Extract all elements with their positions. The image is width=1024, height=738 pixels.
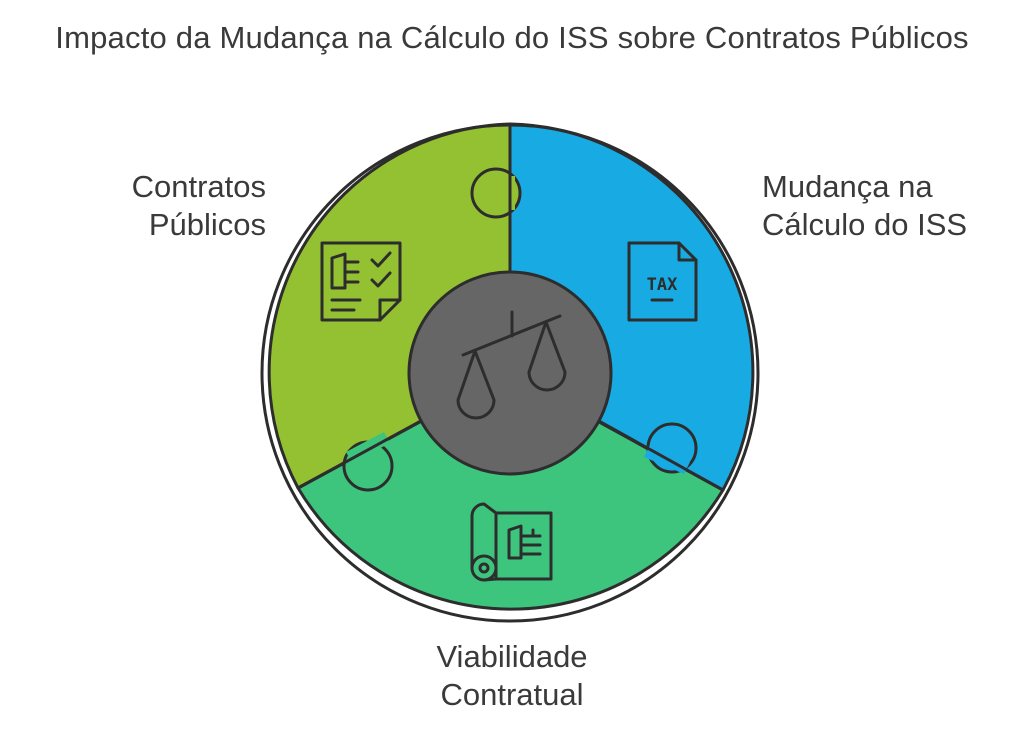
outer-ring [260, 123, 760, 623]
balance-scale-icon [456, 310, 567, 420]
center-hub [407, 270, 613, 476]
contract-checklist-icon [320, 241, 402, 322]
segment-seam [589, 414, 724, 492]
label-line: Mudança na [762, 169, 933, 204]
diagram-title: Impacto da Mudança na Cálculo do ISS sob… [55, 20, 969, 55]
label-mudanca-calculo-iss: Mudança na Cálculo do ISS [762, 168, 967, 244]
label-viabilidade-contratual: Viabilidade Contratual [0, 638, 1024, 714]
label-line: Cálculo do ISS [762, 207, 968, 242]
label-line: Contratos [131, 169, 266, 204]
label-line: Viabilidade [436, 639, 588, 674]
tax-label: TAX [647, 275, 678, 295]
segment-seam [297, 414, 431, 490]
label-line: Públicos [148, 207, 266, 242]
label-line: Contratual [440, 677, 584, 712]
label-contratos-publicos: Contratos Públicos [132, 168, 266, 244]
tax-document-icon [627, 241, 698, 322]
blueprint-scroll-icon [470, 502, 553, 582]
